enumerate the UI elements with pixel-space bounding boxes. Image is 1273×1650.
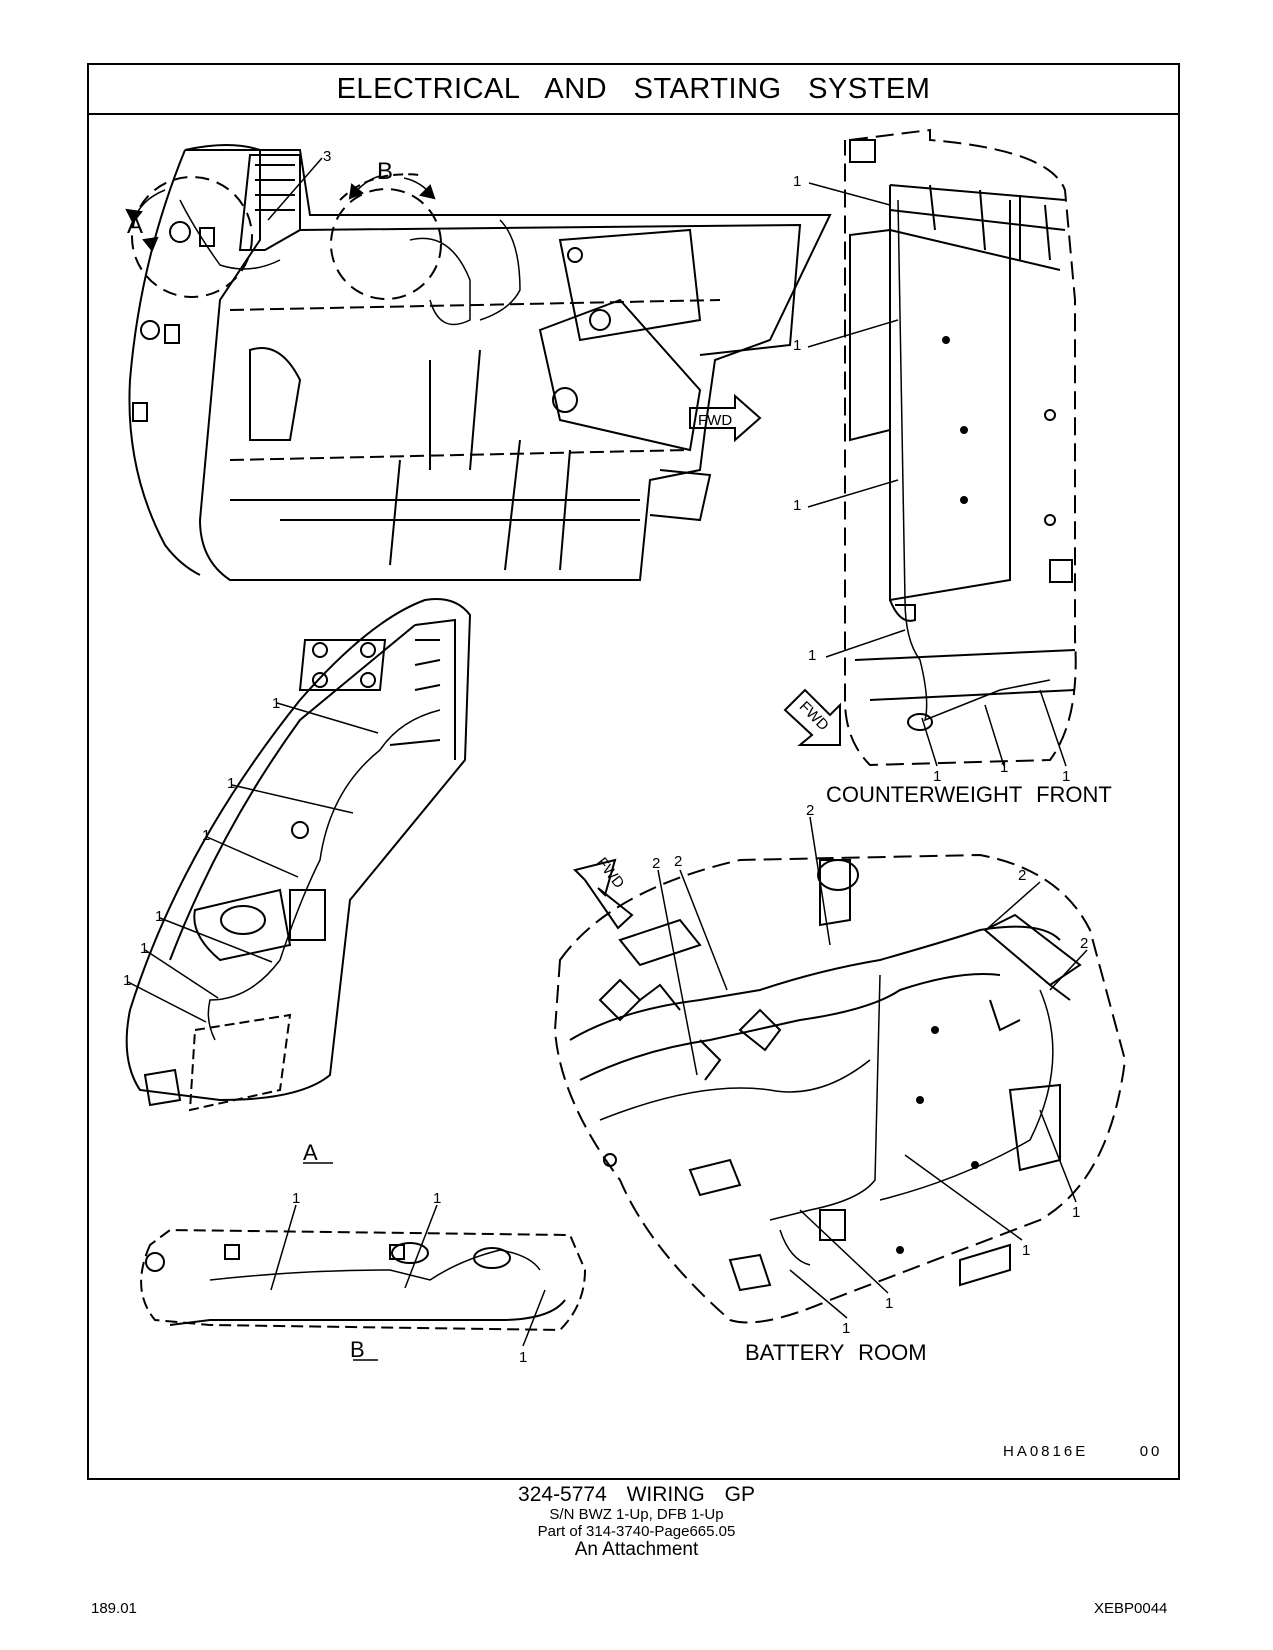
callout-1: 1: [227, 775, 235, 792]
callout-1: 1: [793, 173, 801, 190]
page-number: 189.01: [91, 1600, 137, 1617]
upper-frame-view: [125, 144, 832, 581]
callout-1: 1: [885, 1295, 893, 1312]
callout-1: 1: [202, 827, 210, 844]
view-label-battery-room: BATTERY ROOM: [745, 1340, 927, 1365]
page-title: ELECTRICAL AND STARTING SYSTEM: [336, 72, 931, 105]
callout-1: 1: [155, 908, 163, 925]
serial-range: S/N BWZ 1-Up, DFB 1-Up: [549, 1506, 724, 1523]
view-label-a: A: [303, 1140, 318, 1165]
attachment-note: An Attachment: [574, 1539, 699, 1560]
callout-1: 1: [123, 972, 131, 989]
part-number-title: 324-5774 WIRING GP: [518, 1483, 755, 1506]
fwd-label-main: FWD: [698, 412, 732, 429]
detail-marker-b: B: [377, 158, 393, 185]
callout-1: 1: [292, 1190, 300, 1207]
caption-block: 324-5774 WIRING GP S/N BWZ 1-Up, DFB 1-U…: [0, 1484, 1273, 1560]
callout-1: 1: [1022, 1242, 1030, 1259]
callout-1: 1: [808, 647, 816, 664]
counterweight-front-view: [783, 128, 1077, 767]
illustration-reference: HA0816E 00: [1003, 1443, 1163, 1460]
callout-1: 1: [272, 695, 280, 712]
document-id: XEBP0044: [1094, 1600, 1168, 1617]
parent-reference: Part of 314-3740-Page665.05: [537, 1523, 736, 1540]
callout-1: 1: [1072, 1204, 1080, 1221]
callout-2: 2: [806, 802, 814, 819]
battery-room-view: [553, 816, 1127, 1324]
callout-1: 1: [519, 1349, 527, 1366]
callout-2: 2: [652, 855, 660, 872]
title-bar: ELECTRICAL AND STARTING SYSTEM: [89, 65, 1178, 115]
callout-1: 1: [140, 940, 148, 957]
callout-1: 1: [1000, 759, 1008, 776]
detail-b-view: [140, 1204, 587, 1361]
view-label-counterweight-front: COUNTERWEIGHT FRONT: [826, 782, 1112, 807]
fwd-label-counterweight: FWD: [796, 698, 832, 734]
callout-2: 2: [674, 853, 682, 870]
fwd-label-battery: FWD: [593, 854, 628, 892]
callout-1: 1: [842, 1320, 850, 1337]
detail-marker-a: A: [127, 212, 143, 239]
callout-1: 1: [433, 1190, 441, 1207]
callout-1: 1: [933, 768, 941, 785]
view-label-b: B: [350, 1337, 365, 1362]
callout-1: 1: [793, 337, 801, 354]
callout-1: 1: [793, 497, 801, 514]
callout-2: 2: [1018, 867, 1026, 884]
detail-a-view: [125, 598, 472, 1164]
callout-3: 3: [323, 148, 331, 165]
callout-1: 1: [1062, 768, 1070, 785]
illustration-frame: ELECTRICAL AND STARTING SYSTEM: [87, 63, 1180, 1480]
callout-2: 2: [1080, 935, 1088, 952]
